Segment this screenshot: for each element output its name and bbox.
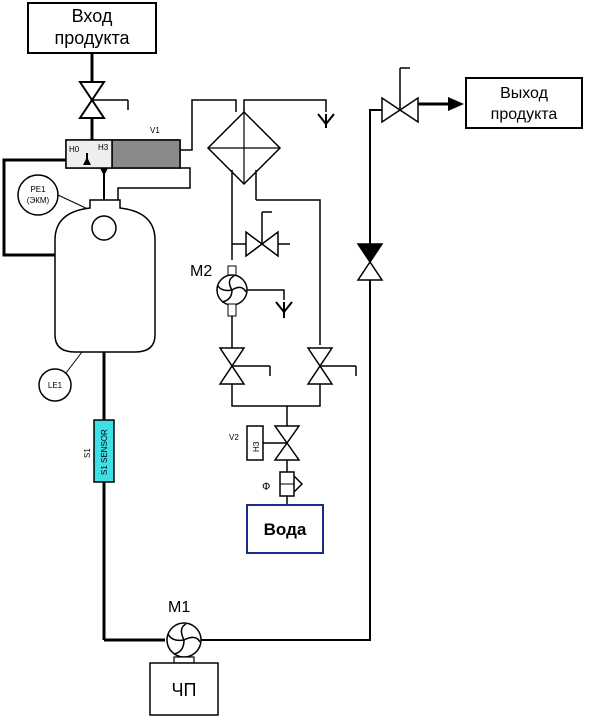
right-lower-valve[interactable] [306,347,357,385]
pe1-label: PE1 [30,185,46,194]
v1-label: V1 [150,126,160,135]
inlet-valve[interactable] [78,81,129,119]
sensor-s1: S1 SENSOR S1 [83,419,115,483]
product-outlet-label-2: продукта [491,106,558,123]
m2-label: M2 [190,263,212,280]
s1-label: S1 [83,448,92,458]
pressure-switch-pe1: PE1 (ЭКМ) [17,174,91,216]
level-sensor-le1: LE1 [38,351,83,402]
v1-h3-label: H3 [98,143,109,152]
water-header-pipe [231,400,321,407]
m2-drain-pipe [247,289,285,300]
solenoid-valve-v2[interactable]: V2 НЗ [229,425,301,461]
bypass-valve[interactable] [232,211,290,258]
product-inlet-box: Вход продукта [27,2,157,54]
sensor-s1-inner-label: S1 SENSOR [100,429,109,475]
v1-vent-pipe [117,167,191,200]
frequency-converter-label: ЧП [172,680,197,700]
le1-label: LE1 [48,381,63,390]
water-source-box: Вода [246,504,324,554]
water-filter: Ф [262,471,304,497]
pe1-sublabel: (ЭКМ) [27,196,50,205]
drain-funnel-m2-icon [275,301,293,318]
left-lower-valve[interactable] [218,347,271,385]
check-valve [356,243,384,281]
pump-m1: M1 ЧП [149,599,219,716]
outlet-valve[interactable] [381,67,419,124]
water-label: Вода [264,520,307,539]
hx-vent-pipe [243,99,327,112]
recirculation-loop-pipe [2,158,100,257]
outlet-arrow-icon [448,97,464,111]
drain-funnel-top-icon [317,113,335,128]
pump-m2: M2 [190,263,248,317]
product-inlet-label-1: Вход [72,6,113,26]
ns-label: НЗ [252,441,261,452]
storage-tank [54,199,156,353]
product-outlet-label-1: Выход [500,85,549,102]
hx-bypass-pipe [256,199,321,345]
filter-label: Ф [262,481,270,493]
v1-to-hx-pipe [180,99,237,151]
tank-inspection-port-icon [91,215,117,241]
product-inlet-label-2: продукта [54,28,130,48]
distributor-v1: H0 H3 V1 [65,126,181,169]
m1-label: M1 [168,599,190,616]
v2-label: V2 [229,433,239,442]
product-outlet-box: Выход продукта [465,77,583,129]
v1-h0-label: H0 [69,145,80,154]
heat-exchanger [206,110,282,186]
